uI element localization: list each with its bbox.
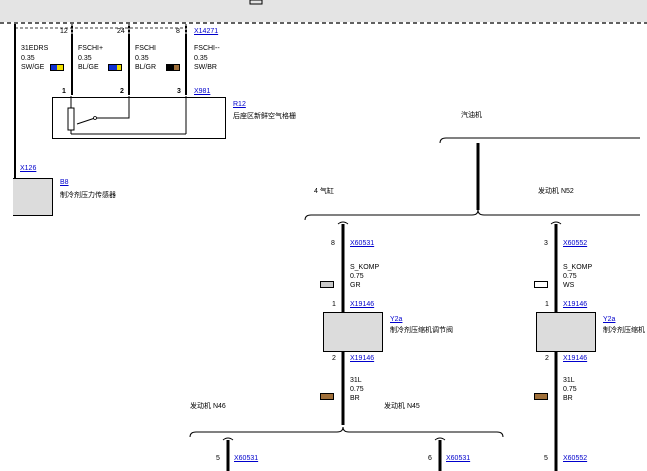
engine-label-v8: 汽油机 bbox=[461, 112, 482, 119]
left-wire-color: GR bbox=[350, 282, 361, 289]
color-swatch-br bbox=[320, 393, 334, 400]
connector-x19146-bottom-link[interactable]: X19146 bbox=[350, 355, 375, 362]
left-wire2-name: 31L bbox=[350, 377, 362, 384]
engine-label-4cyl: 4 气缸 bbox=[314, 188, 334, 195]
connector-x19146-right-bottom-link[interactable]: X19146 bbox=[563, 355, 588, 362]
color-swatch-sw-ge bbox=[50, 64, 64, 71]
connector-x981-link[interactable]: X981 bbox=[194, 88, 211, 95]
r12-component-box bbox=[52, 97, 226, 139]
color-swatch-gr bbox=[320, 281, 334, 288]
connector-x60531-bottom-a-link[interactable]: X60531 bbox=[234, 455, 259, 462]
left-wire2-color: BR bbox=[350, 395, 360, 402]
connector-x19146-right-link[interactable]: X19146 bbox=[563, 301, 588, 308]
r12-pin-1: 1 bbox=[62, 88, 66, 95]
component-y2a-link[interactable]: Y2a bbox=[390, 316, 403, 323]
wire-31edrs: 31EDRS bbox=[21, 45, 49, 52]
right-wire-color: WS bbox=[563, 282, 575, 289]
right-wire2-size: 0.75 bbox=[563, 386, 577, 393]
connector-x14271-link[interactable]: X14271 bbox=[194, 28, 219, 35]
connector-x60552-bottom-link[interactable]: X60552 bbox=[563, 455, 588, 462]
engine-label-n46: 发动机 N46 bbox=[190, 403, 226, 410]
r12-pin-3: 3 bbox=[177, 88, 181, 95]
y2a-right-description: 制冷剂压缩机 bbox=[603, 327, 645, 334]
left-wire2-size: 0.75 bbox=[350, 386, 364, 393]
left-wire-name: S_KOMP bbox=[350, 264, 380, 271]
right-wire2-name: 31L bbox=[563, 377, 575, 384]
wire-size: 0.35 bbox=[78, 55, 92, 62]
wire-fschi-minus: FSCHI-- bbox=[194, 45, 220, 52]
left-wire-size: 0.75 bbox=[350, 273, 364, 280]
wire-size: 0.35 bbox=[21, 55, 35, 62]
wire-size: 0.35 bbox=[135, 55, 149, 62]
color-swatch-br-right bbox=[534, 393, 548, 400]
bottom-a-pin: 5 bbox=[216, 455, 220, 462]
wire-color: SW/BR bbox=[194, 64, 217, 71]
wire-size: 0.35 bbox=[194, 55, 208, 62]
wire-color: BL/GR bbox=[135, 64, 157, 71]
right-top-pin: 3 bbox=[544, 240, 548, 247]
y2a-left-component-box bbox=[323, 312, 383, 352]
r12-pin-2: 2 bbox=[120, 88, 124, 95]
color-swatch-bl-gr bbox=[166, 64, 180, 71]
engine-label-n45: 发动机 N45 bbox=[384, 403, 420, 410]
pin-24: 24 bbox=[117, 28, 125, 35]
pin-8: 8 bbox=[176, 28, 180, 35]
r12-description: 后座区新鲜空气格栅 bbox=[233, 113, 296, 120]
b8-component-box bbox=[13, 178, 53, 216]
color-swatch-bl-ge bbox=[108, 64, 122, 71]
connector-x60552-link[interactable]: X60552 bbox=[563, 240, 588, 247]
wire-color: BL/GE bbox=[78, 64, 99, 71]
y2a-left-description: 制冷剂压缩机调节阀 bbox=[390, 327, 453, 334]
component-b8-link[interactable]: B8 bbox=[60, 179, 69, 186]
wire-fschi-plus: FSCHI+ bbox=[78, 45, 104, 52]
component-y2a-right-link[interactable]: Y2a bbox=[603, 316, 616, 323]
bottom-b-pin: 6 bbox=[428, 455, 432, 462]
right-wire-name: S_KOMP bbox=[563, 264, 593, 271]
left-top-pin: 8 bbox=[331, 240, 335, 247]
left-mid-pin-bottom: 2 bbox=[332, 355, 336, 362]
bottom-c-pin: 5 bbox=[544, 455, 548, 462]
connector-x126-link[interactable]: X126 bbox=[20, 165, 37, 172]
right-wire2-color: BR bbox=[563, 395, 573, 402]
right-mid-pin-bottom: 2 bbox=[545, 355, 549, 362]
color-swatch-ws bbox=[534, 281, 548, 288]
connector-x60531-link[interactable]: X60531 bbox=[350, 240, 375, 247]
component-r12-link[interactable]: R12 bbox=[233, 101, 246, 108]
pin-12: 12 bbox=[60, 28, 68, 35]
engine-label-n52: 发动机 N52 bbox=[538, 188, 574, 195]
wire-fschi: FSCHI bbox=[135, 45, 156, 52]
wire-color: SW/GE bbox=[21, 64, 45, 71]
y2a-right-component-box bbox=[536, 312, 596, 352]
connector-x60531-bottom-b-link[interactable]: X60531 bbox=[446, 455, 471, 462]
b8-description: 制冷剂压力传感器 bbox=[60, 192, 116, 199]
right-wire-size: 0.75 bbox=[563, 273, 577, 280]
right-mid-pin-top: 1 bbox=[545, 301, 549, 308]
connector-x19146-link[interactable]: X19146 bbox=[350, 301, 375, 308]
left-mid-pin-top: 1 bbox=[332, 301, 336, 308]
